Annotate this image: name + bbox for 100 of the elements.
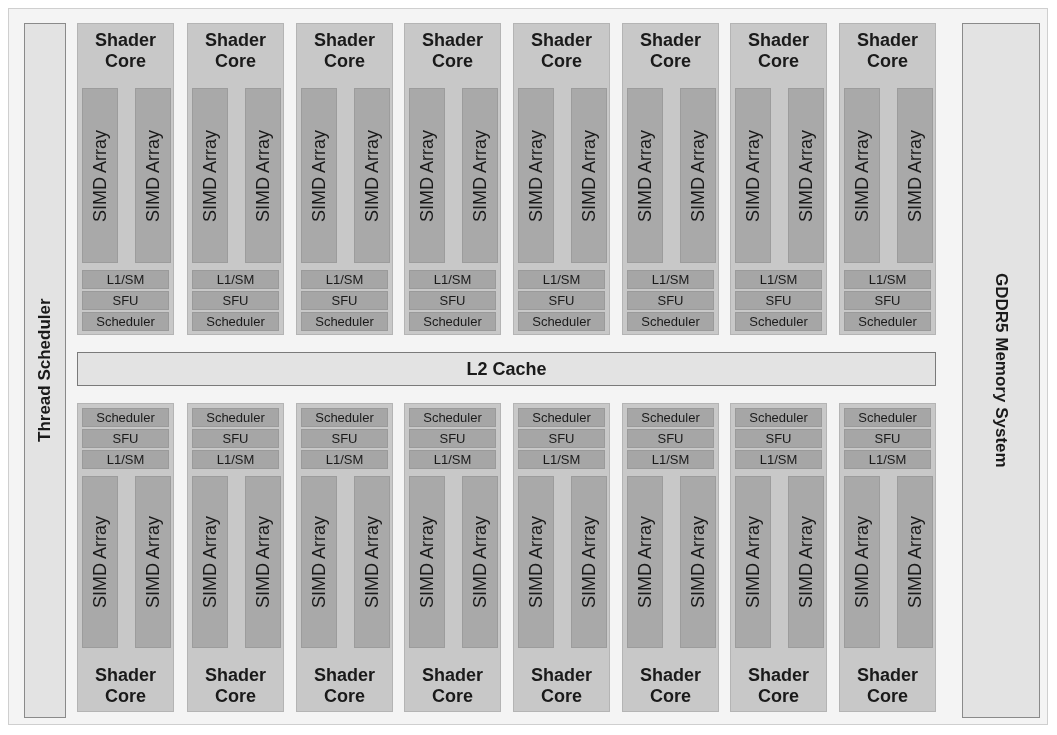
- simd-array-block: SIMD Array: [192, 476, 228, 648]
- unit-block: L1/SM: [82, 270, 169, 289]
- core-title: Shader Core: [204, 30, 267, 72]
- simd-array-block: SIMD Array: [788, 88, 824, 263]
- simd-array-block: SIMD Array: [462, 88, 498, 263]
- unit-block: SFU: [735, 291, 822, 310]
- simd-array-block: SIMD Array: [82, 88, 118, 263]
- unit-block: Scheduler: [518, 312, 605, 331]
- unit-block: SFU: [192, 429, 279, 448]
- unit-block: L1/SM: [192, 270, 279, 289]
- shader-core-block: [622, 23, 719, 335]
- unit-block: Scheduler: [301, 408, 388, 427]
- shader-core-block: [730, 23, 827, 335]
- core-title: Shader Core: [856, 30, 919, 72]
- unit-block: SFU: [735, 429, 822, 448]
- unit-block: Scheduler: [518, 408, 605, 427]
- core-title: Shader Core: [639, 665, 702, 707]
- unit-block: SFU: [518, 429, 605, 448]
- shader-core-block: [404, 403, 501, 712]
- shader-core-block: [404, 23, 501, 335]
- scheduler-band: Thread Scheduler: [24, 23, 66, 718]
- unit-block: Scheduler: [192, 408, 279, 427]
- unit-block: L1/SM: [844, 450, 931, 469]
- unit-block: L1/SM: [82, 450, 169, 469]
- simd-array-block: SIMD Array: [571, 476, 607, 648]
- simd-array-block: SIMD Array: [462, 476, 498, 648]
- core-title: Shader Core: [530, 665, 593, 707]
- unit-block: L1/SM: [518, 450, 605, 469]
- shader-core-block: [296, 23, 393, 335]
- unit-block: L1/SM: [518, 270, 605, 289]
- unit-block: Scheduler: [192, 312, 279, 331]
- unit-block: L1/SM: [301, 450, 388, 469]
- core-title: Shader Core: [530, 30, 593, 72]
- shader-core-block: [730, 403, 827, 712]
- simd-array-block: SIMD Array: [680, 476, 716, 648]
- unit-block: Scheduler: [844, 408, 931, 427]
- shader-core-block: [839, 23, 936, 335]
- simd-array-block: SIMD Array: [844, 88, 880, 263]
- unit-block: SFU: [409, 291, 496, 310]
- unit-block: L1/SM: [192, 450, 279, 469]
- shader-core-block: [513, 403, 610, 712]
- core-title: Shader Core: [747, 665, 810, 707]
- simd-array-block: SIMD Array: [135, 476, 171, 648]
- unit-block: Scheduler: [627, 312, 714, 331]
- shader-core-block: [513, 23, 610, 335]
- memory-system-band: GDDR5 Memory System: [962, 23, 1040, 718]
- core-title: Shader Core: [639, 30, 702, 72]
- shader-core-block: [77, 403, 174, 712]
- simd-array-block: SIMD Array: [82, 476, 118, 648]
- unit-block: SFU: [82, 429, 169, 448]
- unit-block: L1/SM: [735, 270, 822, 289]
- shader-core-block: [839, 403, 936, 712]
- simd-array-block: SIMD Array: [409, 476, 445, 648]
- cache-bar: L2 Cache: [77, 352, 936, 386]
- simd-array-block: SIMD Array: [518, 476, 554, 648]
- core-title: Shader Core: [313, 665, 376, 707]
- core-title: Shader Core: [421, 30, 484, 72]
- unit-block: Scheduler: [844, 312, 931, 331]
- unit-block: L1/SM: [409, 270, 496, 289]
- shader-core-block: [296, 403, 393, 712]
- unit-block: SFU: [301, 291, 388, 310]
- core-title: Shader Core: [856, 665, 919, 707]
- simd-array-block: SIMD Array: [571, 88, 607, 263]
- simd-array-block: SIMD Array: [897, 88, 933, 263]
- simd-array-block: SIMD Array: [680, 88, 716, 263]
- unit-block: L1/SM: [627, 450, 714, 469]
- unit-block: SFU: [301, 429, 388, 448]
- simd-array-block: SIMD Array: [627, 476, 663, 648]
- unit-block: L1/SM: [844, 270, 931, 289]
- unit-block: SFU: [627, 429, 714, 448]
- simd-array-block: SIMD Array: [301, 88, 337, 263]
- unit-block: L1/SM: [301, 270, 388, 289]
- simd-array-block: SIMD Array: [518, 88, 554, 263]
- simd-array-block: SIMD Array: [627, 88, 663, 263]
- unit-block: Scheduler: [301, 312, 388, 331]
- unit-block: SFU: [844, 429, 931, 448]
- shader-core-block: [187, 23, 284, 335]
- core-title: Shader Core: [747, 30, 810, 72]
- simd-array-block: SIMD Array: [192, 88, 228, 263]
- unit-block: SFU: [518, 291, 605, 310]
- simd-array-block: SIMD Array: [354, 476, 390, 648]
- core-title: Shader Core: [94, 665, 157, 707]
- core-title: Shader Core: [204, 665, 267, 707]
- simd-array-block: SIMD Array: [788, 476, 824, 648]
- unit-block: Scheduler: [627, 408, 714, 427]
- simd-array-block: SIMD Array: [735, 476, 771, 648]
- shader-core-block: [77, 23, 174, 335]
- unit-block: L1/SM: [627, 270, 714, 289]
- core-title: Shader Core: [94, 30, 157, 72]
- shader-core-block: [622, 403, 719, 712]
- unit-block: SFU: [627, 291, 714, 310]
- shader-core-block: [187, 403, 284, 712]
- unit-block: SFU: [844, 291, 931, 310]
- unit-block: L1/SM: [409, 450, 496, 469]
- unit-block: L1/SM: [735, 450, 822, 469]
- simd-array-block: SIMD Array: [245, 476, 281, 648]
- unit-block: Scheduler: [735, 312, 822, 331]
- simd-array-block: SIMD Array: [897, 476, 933, 648]
- simd-array-block: SIMD Array: [135, 88, 171, 263]
- unit-block: Scheduler: [82, 312, 169, 331]
